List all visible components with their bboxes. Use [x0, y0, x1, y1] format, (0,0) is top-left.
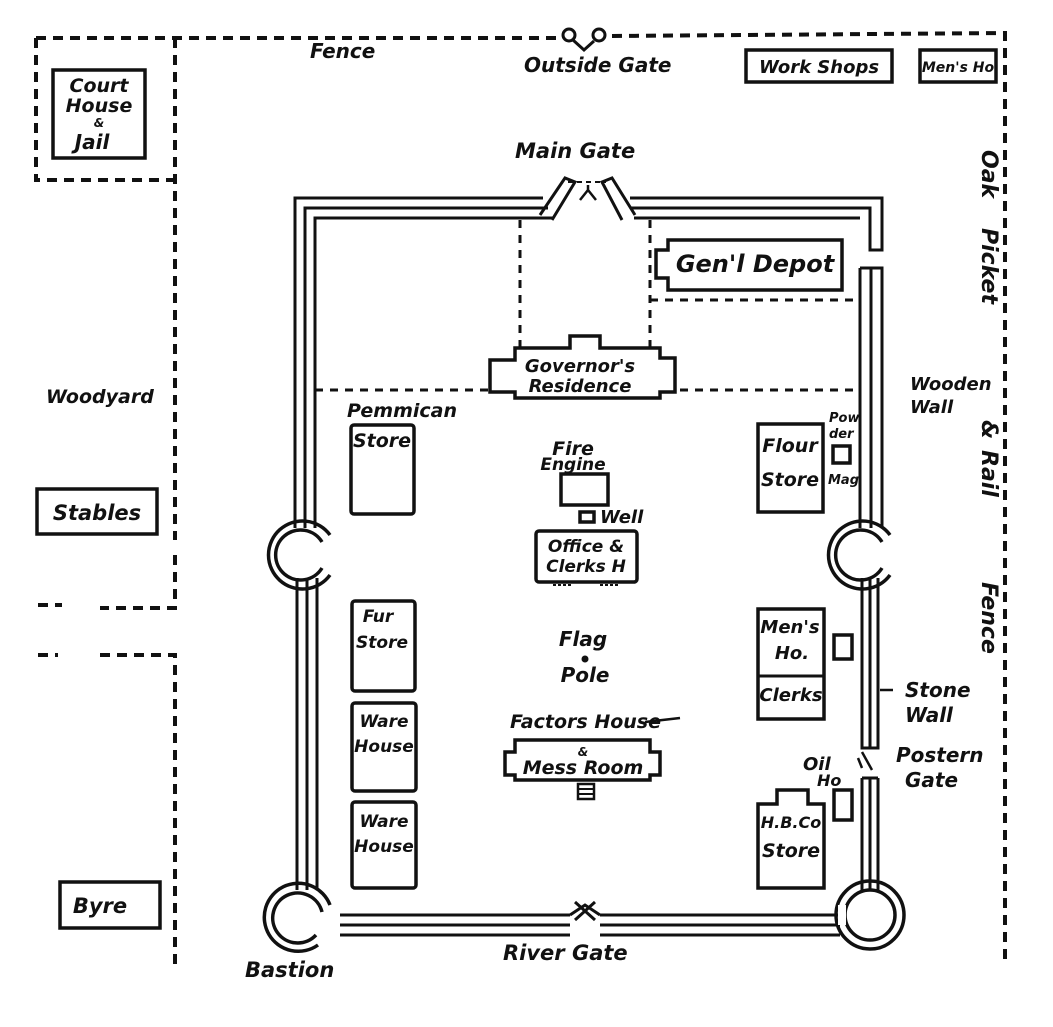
flour-store-label-2: Store: [761, 469, 819, 491]
svg-text:&: &: [976, 420, 1001, 439]
powder-magazine: [831, 444, 852, 465]
ware-house-1-label-2: House: [354, 737, 414, 757]
mens-ho-label-1: Men's: [760, 617, 819, 638]
wooden-wall-label-2: Wall: [910, 397, 954, 418]
ware-house-2-label-1: Ware: [360, 812, 409, 832]
svg-text:Rail: Rail: [976, 450, 1001, 497]
river-gate-icon: [569, 900, 601, 922]
ware-house-2: [350, 800, 418, 890]
oil-house: [832, 788, 854, 822]
hbc-store: [756, 788, 826, 890]
office-clerks-label-1: Office &: [548, 537, 624, 557]
oil-ho-label-1: Oil: [803, 754, 831, 775]
powder-mag-label-3: Mag: [828, 473, 859, 488]
flour-store: [756, 422, 825, 514]
genl-depot: [654, 238, 844, 292]
hbc-store-label-1: H.B.Co: [761, 813, 821, 832]
fence-label: Fence: [310, 39, 375, 63]
svg-text:Fence: Fence: [976, 582, 1001, 654]
mens-ho-outside-label: Men's Ho: [922, 60, 995, 76]
internal-partitions: [313, 220, 860, 392]
byre-label: Byre: [73, 894, 127, 918]
office-clerks-label-2: Clerks H: [546, 557, 626, 577]
pemmican-store: [349, 423, 416, 516]
bastion-top-left: [266, 519, 332, 591]
byre-yard-fence: [100, 653, 177, 965]
main-gate-label: Main Gate: [515, 139, 635, 163]
oil-ho-label-2: Ho: [817, 771, 841, 790]
powder-mag-label-2: der: [829, 427, 855, 442]
court-house-label-2: House: [66, 95, 133, 117]
court-house-label-4: Jail: [71, 130, 111, 154]
governors-residence-label-2: Residence: [529, 376, 632, 397]
factors-house-label-2: &: [578, 745, 588, 759]
postern-gate-label-1: Postern: [896, 743, 984, 767]
court-house-label-3: &: [94, 116, 104, 130]
byre: [58, 880, 162, 930]
fur-store-label-1: Fur: [363, 607, 395, 627]
bastion-bottom-right: [834, 879, 906, 951]
outer-fence: [34, 30, 1007, 965]
stone-wall-label-1: Stone: [905, 678, 971, 702]
svg-text:Oak: Oak: [976, 150, 1001, 200]
pemmican-store-label: Store: [353, 430, 411, 452]
fire-engine-label-1: Fire: [552, 438, 594, 460]
governors-residence-label-1: Governor's: [525, 356, 636, 377]
stables-label: Stables: [53, 501, 141, 525]
stable-yard-fence-lower: [100, 555, 177, 610]
small-outbuilding: [832, 633, 854, 661]
work-shops: [744, 48, 894, 84]
work-shops-label: Work Shops: [759, 57, 879, 78]
flag-pole-label-2: Pole: [561, 663, 610, 687]
oak-picket-fence-line: [611, 30, 1007, 960]
wooden-wall-label-1: Wooden: [910, 374, 992, 395]
oak-picket-fence-label: Oak Picket & Rail Fence: [976, 150, 1001, 654]
pemmican-label: Pemmican: [347, 400, 457, 422]
ware-house-1: [350, 701, 418, 793]
court-house-yard-fence: [34, 38, 175, 182]
ware-house-1-label-1: Ware: [360, 712, 409, 732]
stone-wall-label-2: Wall: [905, 703, 954, 727]
flour-store-label-1: Flour: [762, 435, 819, 457]
factors-house: [503, 738, 662, 782]
bastion-bottom-left: [262, 881, 332, 953]
main-gate-icon: [538, 176, 637, 221]
woodyard-label: Woodyard: [46, 386, 154, 408]
outside-gate-icon: [561, 27, 607, 53]
factors-house-leader: [644, 716, 681, 724]
river-gate-label: River Gate: [503, 941, 628, 965]
outside-gate-label: Outside Gate: [524, 53, 671, 77]
well: [578, 510, 596, 524]
powder-mag-label-1: Pow: [829, 411, 860, 426]
hbc-store-label-2: Store: [762, 840, 820, 862]
fire-engine: [559, 472, 610, 507]
fur-store-label-2: Store: [356, 633, 408, 653]
governors-residence: [488, 334, 677, 400]
fire-engine-label-2: Engine: [540, 455, 605, 475]
flag-pole-label-1: Flag: [559, 627, 607, 651]
factors-house-label-3: Mess Room: [523, 757, 644, 779]
ware-house-2-label-2: House: [354, 837, 414, 857]
well-label: Well: [600, 507, 644, 528]
factors-house-steps: [576, 782, 596, 801]
office-clerks-house: [534, 529, 639, 584]
stables: [35, 487, 159, 536]
court-house-jail: [51, 68, 147, 160]
mens-ho-outside: [918, 48, 998, 84]
fort-wall: [293, 196, 884, 937]
mens-ho-label-2: Ho.: [775, 643, 809, 664]
bastion-label: Bastion: [245, 958, 334, 982]
flag-pole-icon: [581, 655, 589, 663]
clerks-label: Clerks: [759, 685, 822, 706]
factors-house-label-1: Factors House: [510, 711, 661, 733]
postern-gate-icon: [856, 751, 874, 771]
bastion-top-right: [826, 519, 892, 591]
svg-text:Picket: Picket: [976, 228, 1001, 305]
fur-store: [350, 599, 417, 693]
genl-depot-label: Gen'l Depot: [676, 250, 836, 278]
postern-gate-label-2: Gate: [905, 768, 958, 792]
mens-ho-clerks: [756, 607, 826, 721]
court-house-label-1: Court: [70, 75, 130, 97]
